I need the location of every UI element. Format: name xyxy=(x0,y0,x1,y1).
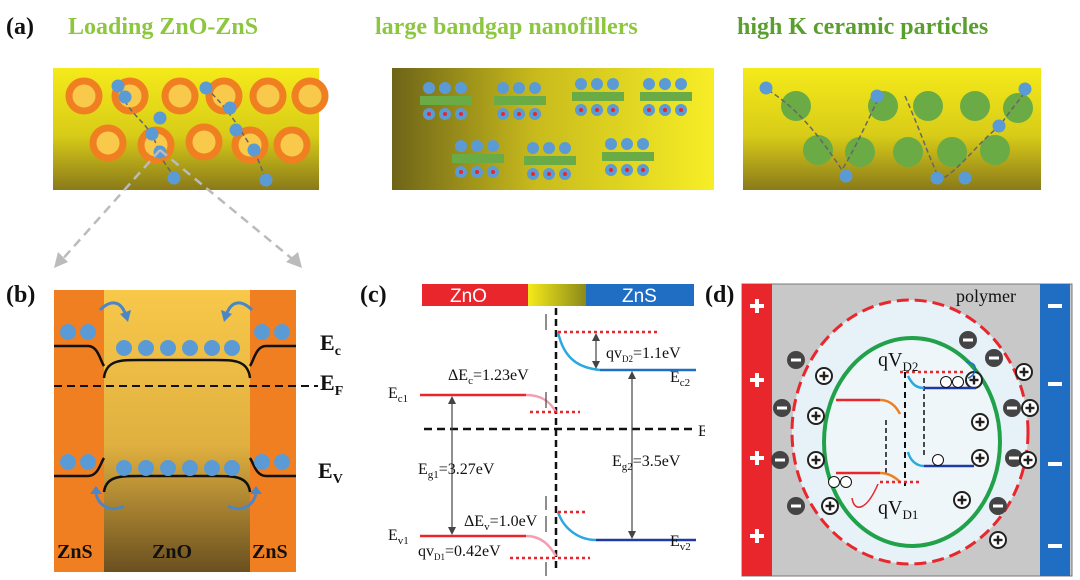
valence-band-right xyxy=(248,457,296,478)
c-ec1-label: Ec1 xyxy=(388,385,408,405)
zoom-arrowhead-right xyxy=(286,252,302,268)
panel-a-label: (a) xyxy=(6,14,34,40)
polymer-label: polymer xyxy=(956,286,1016,306)
ec2-bend xyxy=(556,331,601,372)
electrode-plus-signs xyxy=(750,299,764,543)
panel-b-band-diagram: Ec EF EV ZnS ZnO ZnS xyxy=(54,290,343,572)
nanofiller-platelets xyxy=(420,78,692,180)
interface-charges xyxy=(771,331,1039,549)
b-zns-right: ZnS xyxy=(252,541,288,563)
negative-electrode xyxy=(1040,284,1070,576)
b-ev-label: EV xyxy=(318,458,343,487)
ceramic-path-2 xyxy=(904,89,1027,182)
zoom-arrows xyxy=(59,149,297,263)
valence-band-left xyxy=(54,457,106,478)
ceramic-path-1 xyxy=(767,89,881,172)
conduction-band-left xyxy=(54,344,106,367)
gap-arrowheads xyxy=(448,333,636,539)
panel-a-title-1: Loading ZnO-ZnS xyxy=(68,14,259,40)
c-bar-zns: ZnS xyxy=(622,286,657,307)
ev2-bend xyxy=(556,511,597,542)
panel-d-label: (d) xyxy=(705,282,735,308)
electrons-box1 xyxy=(111,79,273,187)
b-ec-label: Ec xyxy=(320,330,341,359)
c-bar-zno: ZnO xyxy=(450,286,487,307)
panel-c-band-alignment: ZnO ZnS ΔEc=1.23eV qvD2=1.1eV Ec1 Ec2 EF… xyxy=(388,284,705,576)
conduction-band-zno xyxy=(102,358,252,379)
b-ef-label: EF xyxy=(320,370,343,399)
c-ev1-label: Ev1 xyxy=(388,527,409,547)
ceramic-particles xyxy=(781,91,1033,167)
panel-c-label: (c) xyxy=(360,282,387,308)
zno-bar xyxy=(422,284,528,306)
ec1-bend xyxy=(525,393,558,413)
c-qvd2-label: qvD2=1.1eV xyxy=(606,345,681,364)
panel-d-interface-model: polymer qVD2 qVD1 xyxy=(741,283,1073,577)
c-ef-label: EF xyxy=(698,423,705,443)
c-eg2-label: Eg2=3.5eV xyxy=(612,453,681,473)
electrode-minus-signs xyxy=(1048,304,1062,548)
band-electrons xyxy=(60,324,290,356)
transfer-arrowheads xyxy=(90,310,262,494)
conduction-band-right xyxy=(248,344,296,367)
valence-band-zno xyxy=(102,474,252,493)
electrons-box3 xyxy=(759,81,1032,185)
zns-bar xyxy=(586,284,694,306)
c-dev-label: ΔEv=1.0eV xyxy=(464,513,538,533)
core-shell-particles xyxy=(65,77,329,164)
positive-electrode xyxy=(742,284,772,576)
interface-bar xyxy=(528,284,586,306)
panel-a-title-2: large bandgap nanofillers xyxy=(375,14,638,40)
c-qvd1-label: qvD1=0.42eV xyxy=(418,543,501,562)
zoom-arrowhead-left xyxy=(54,252,68,268)
ev1-bend xyxy=(525,534,558,557)
composite-box-ceramic xyxy=(743,68,1041,190)
c-ec2-label: Ec2 xyxy=(670,369,690,389)
band-holes xyxy=(60,454,290,476)
c-ev2-label: Ev2 xyxy=(670,533,691,553)
c-eg1-label: Eg1=3.27eV xyxy=(418,461,495,481)
d-qvd2-label: qVD2 xyxy=(878,349,918,374)
panel-a-illustrations xyxy=(53,68,1041,268)
c-dec-label: ΔEc=1.23eV xyxy=(448,367,529,387)
panel-b-label: (b) xyxy=(6,282,36,308)
b-zns-left: ZnS xyxy=(57,541,93,563)
zno-region xyxy=(104,290,250,572)
panel-a-title-3: high K ceramic particles xyxy=(737,14,989,40)
d-qvd1-label: qVD1 xyxy=(878,497,918,522)
b-zno-middle: ZnO xyxy=(152,541,192,563)
